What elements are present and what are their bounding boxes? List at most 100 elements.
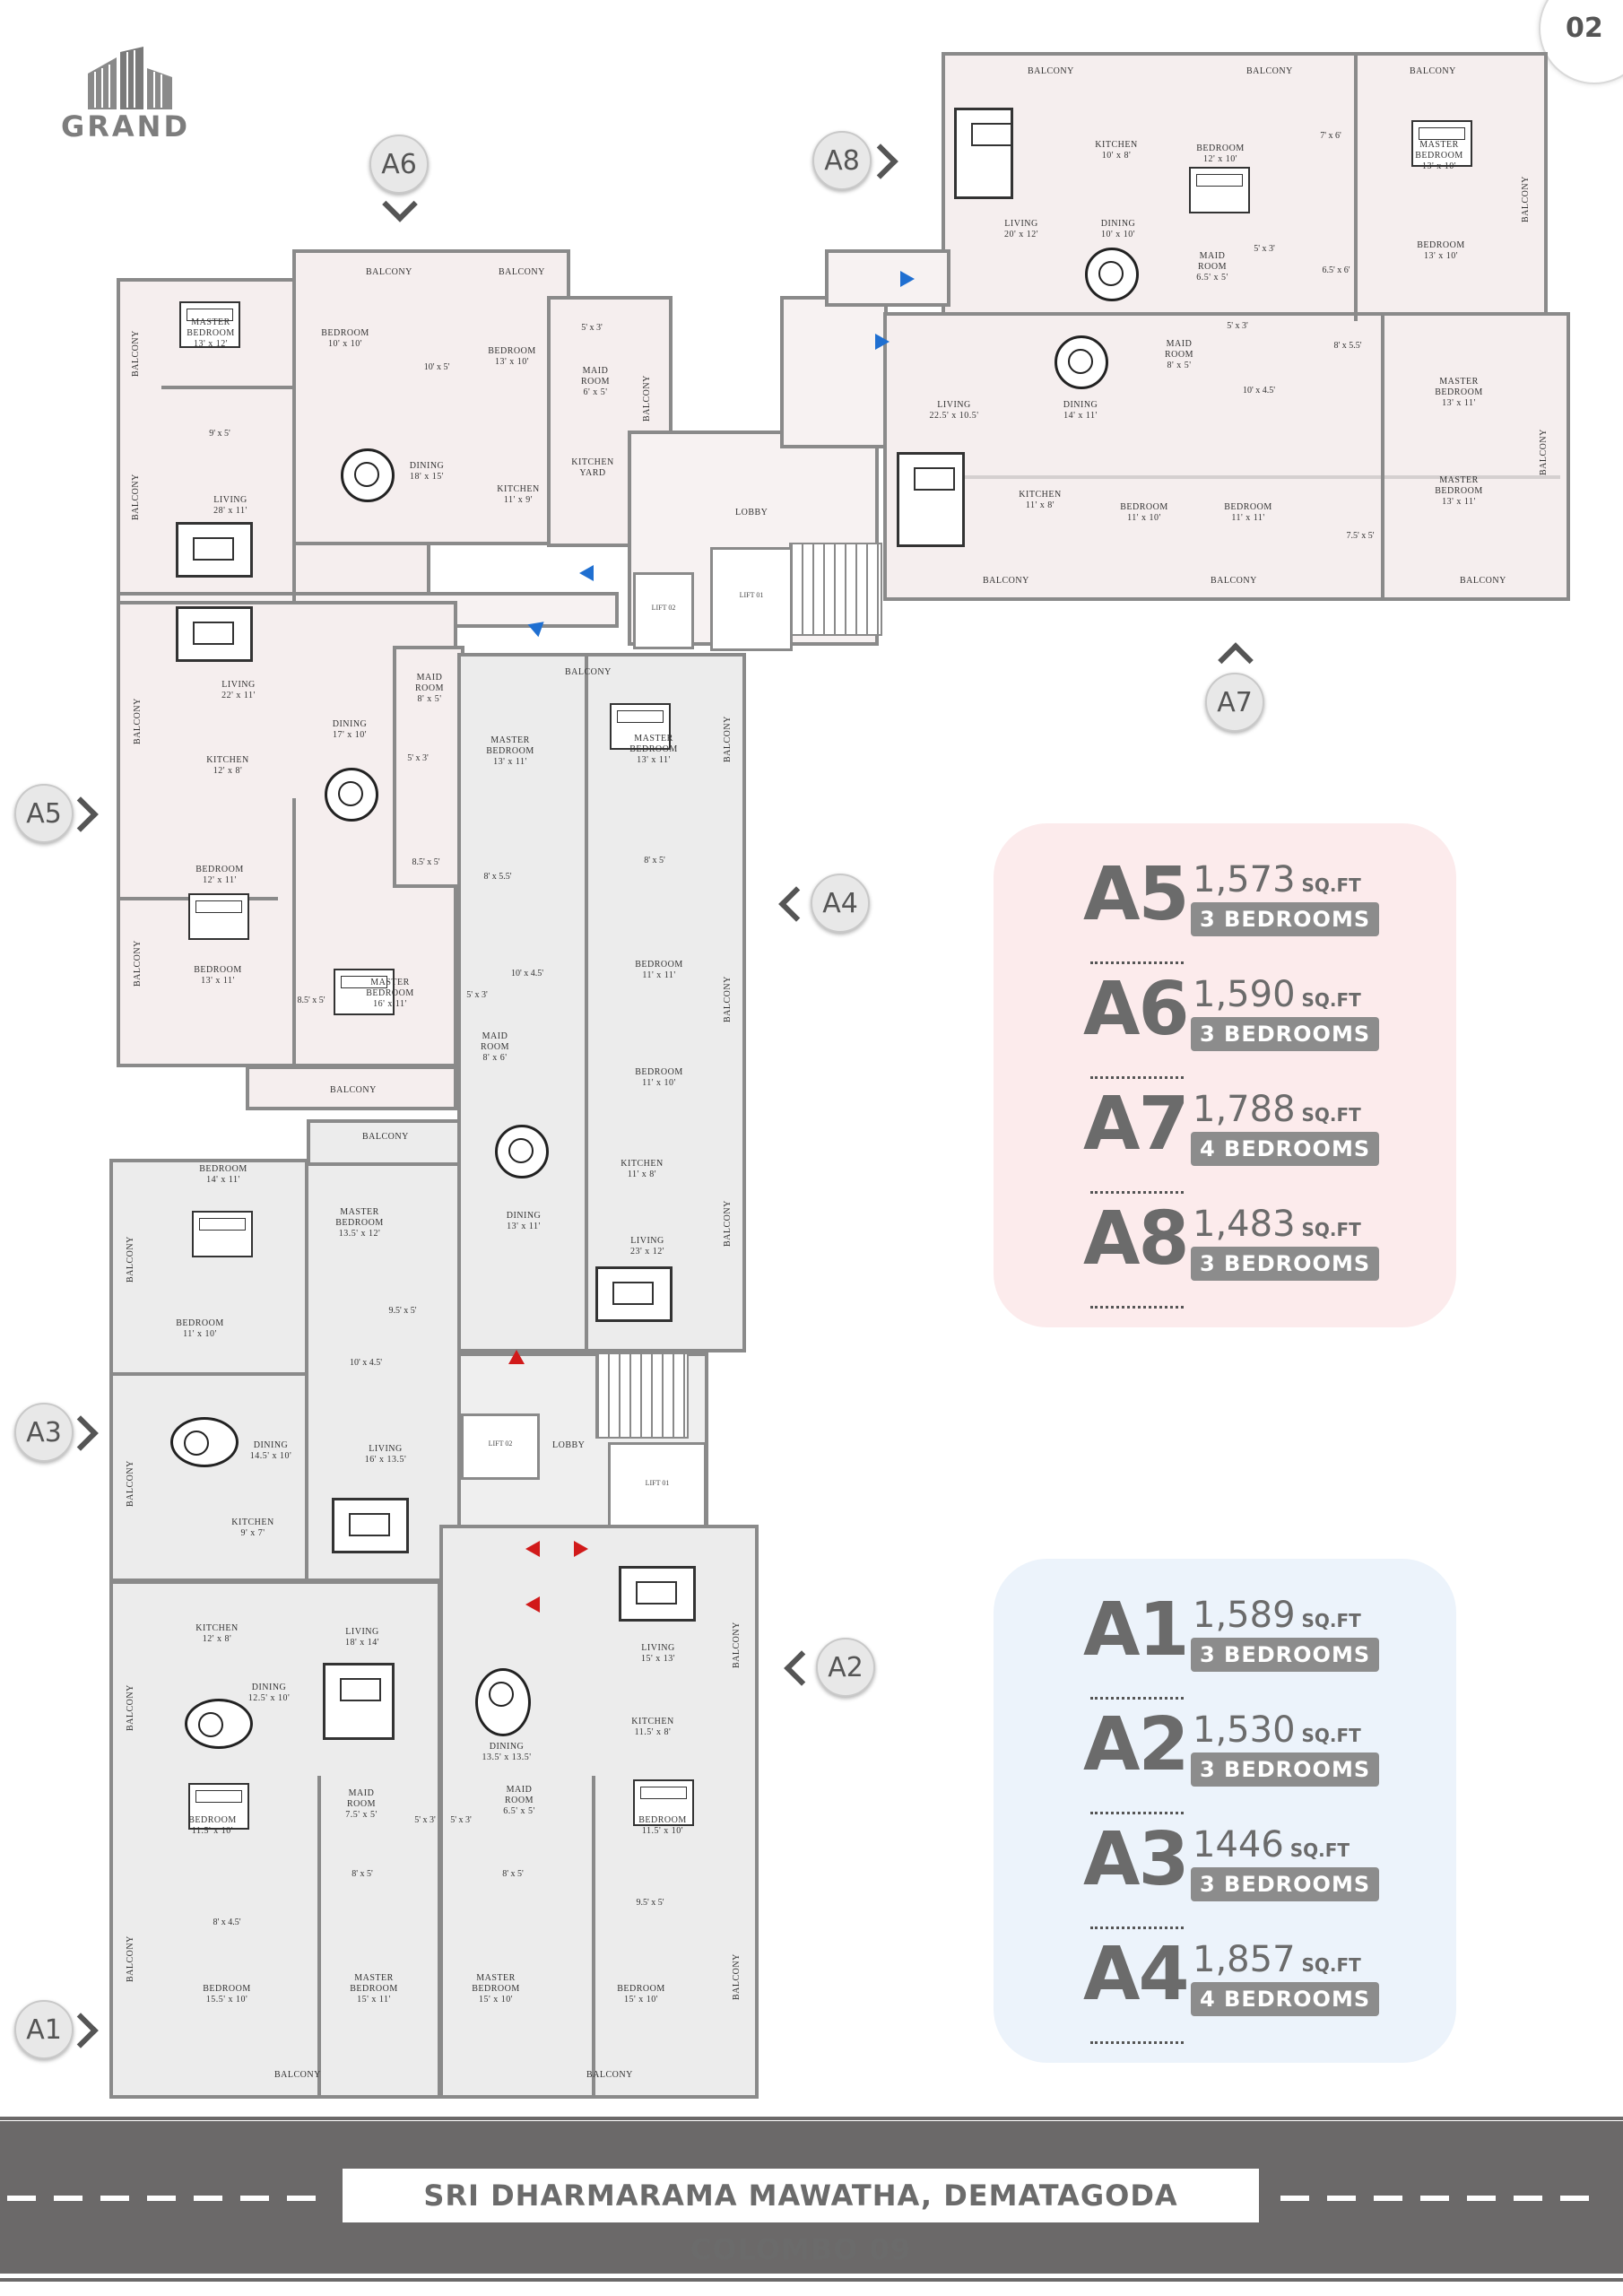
balcony-label: BALCONY — [723, 1200, 733, 1247]
balcony-label: BALCONY — [131, 474, 141, 520]
balcony-label: BALCONY — [366, 267, 412, 277]
road-dash — [1467, 2196, 1496, 2201]
entrance-arrow-icon — [900, 271, 915, 287]
unit-code: A4 — [1083, 1932, 1190, 2017]
lobby-top-label: LOBBY — [735, 508, 768, 517]
balcony-label: BALCONY — [565, 667, 612, 677]
sofa-icon — [595, 1266, 673, 1322]
bedroom-badge: 3 BEDROOMS — [1191, 1638, 1380, 1672]
wall — [1381, 312, 1384, 601]
road-dash — [54, 2196, 82, 2201]
unit-area: 1,590 SQ.FT — [1193, 974, 1361, 1015]
room-a6-bath2: 10' x 5' — [423, 362, 450, 372]
chevron-down-icon — [382, 187, 418, 222]
lift-01-bottom-label: LIFT 01 — [645, 1479, 670, 1487]
room-a7-bath3: 7.5' x 5' — [1346, 531, 1375, 541]
bed-icon — [188, 893, 249, 940]
road-dash — [1327, 2196, 1356, 2201]
bedroom-badge: 4 BEDROOMS — [1191, 1982, 1380, 2016]
balcony-label: BALCONY — [499, 267, 545, 277]
marker-a8[interactable]: A8 — [812, 131, 872, 190]
unit-a2-area — [439, 1525, 759, 2099]
marker-a3[interactable]: A3 — [14, 1403, 74, 1462]
room-a8-bath2: 5' x 3' — [1254, 244, 1275, 254]
unit-row-a5: A5 1,573 SQ.FT 3 BEDROOMS — [1083, 852, 1478, 967]
road-dash — [240, 2196, 269, 2201]
balcony-a3-top — [307, 1119, 461, 1166]
marker-a5[interactable]: A5 — [14, 784, 74, 843]
road-dash — [1560, 2196, 1589, 2201]
unit-area: 1446 SQ.FT — [1193, 1824, 1350, 1866]
entrance-arrow-icon — [579, 565, 594, 581]
unit-code: A3 — [1083, 1817, 1190, 1902]
unit-area: 1,483 SQ.FT — [1193, 1204, 1361, 1245]
wall — [292, 798, 296, 1067]
room-a3-bath1: 9.5' x 5' — [388, 1306, 417, 1316]
unit-summary-card-top: A5 1,573 SQ.FT 3 BEDROOMS A6 1,590 SQ.FT… — [994, 823, 1456, 1327]
unit-row-a3: A3 1446 SQ.FT 3 BEDROOMS — [1083, 1817, 1478, 1932]
chevron-left-icon — [778, 886, 814, 922]
road-dash — [7, 2196, 36, 2201]
road-dash — [194, 2196, 222, 2201]
marker-a7[interactable]: A7 — [1205, 673, 1264, 732]
street-address: SRI DHARMARAMA MAWATHA, DEMATAGODA COLOM… — [343, 2169, 1259, 2266]
balcony-label: BALCONY — [362, 1132, 409, 1142]
wall — [585, 653, 588, 1352]
marker-a1[interactable]: A1 — [14, 2000, 74, 2059]
staircase-top — [789, 543, 882, 636]
marker-a2[interactable]: A2 — [816, 1638, 875, 1697]
balcony-label: BALCONY — [1246, 66, 1293, 76]
bedroom-badge: 3 BEDROOMS — [1191, 1867, 1380, 1901]
marker-a7-label: A7 — [1217, 687, 1253, 718]
balcony-label: BALCONY — [642, 375, 652, 422]
dining-table-icon — [170, 1417, 239, 1467]
wall — [109, 1372, 307, 1376]
balcony-label: BALCONY — [1410, 66, 1456, 76]
dining-table-icon — [475, 1668, 531, 1736]
road-dash — [1514, 2196, 1542, 2201]
underline — [1090, 961, 1184, 964]
dining-table-icon — [1055, 335, 1108, 389]
unit-code: A1 — [1083, 1587, 1190, 1673]
balcony-label: BALCONY — [133, 940, 143, 987]
staircase-bottom — [595, 1352, 689, 1439]
chevron-up-icon — [1218, 642, 1254, 678]
room-a5-bath3: 5' x 3' — [407, 753, 429, 763]
marker-a6-label: A6 — [381, 149, 417, 180]
underline — [1090, 1306, 1184, 1309]
marker-a6[interactable]: A6 — [369, 135, 429, 194]
marker-a4[interactable]: A4 — [811, 874, 870, 933]
bed-icon — [334, 969, 395, 1015]
marker-a4-label: A4 — [822, 888, 858, 919]
unit-row-a7: A7 1,788 SQ.FT 4 BEDROOMS — [1083, 1082, 1478, 1196]
room-a5-bath2: 8.5' x 5' — [412, 857, 440, 867]
balcony-label: BALCONY — [983, 576, 1029, 586]
